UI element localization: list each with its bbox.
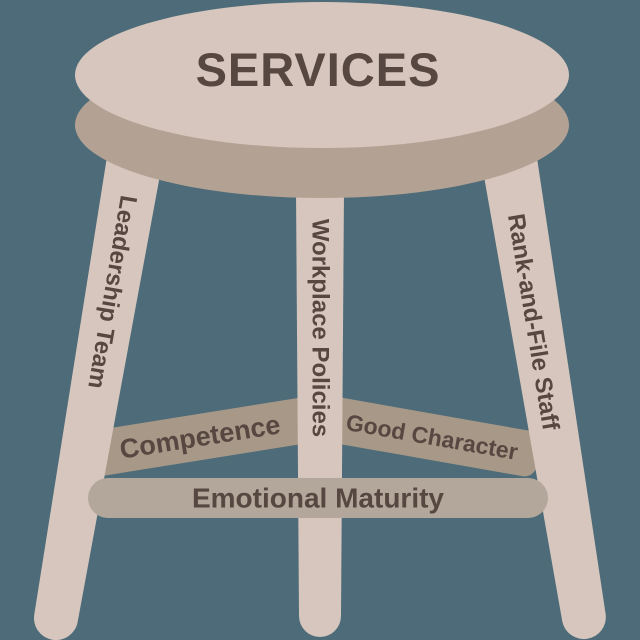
crossbar-emotional-maturity-label: Emotional Maturity xyxy=(192,483,444,514)
seat-group: SERVICES xyxy=(75,2,569,198)
front-crossbar-group: Emotional Maturity xyxy=(88,478,548,518)
crossbar-emotional-maturity xyxy=(88,478,548,518)
leg-right xyxy=(478,135,606,640)
leg-left xyxy=(33,135,166,640)
crossbar-good-character xyxy=(324,397,541,477)
leg-middle-label: Workplace Policies xyxy=(307,219,334,437)
crossbar-competence xyxy=(82,397,318,477)
seat-top xyxy=(75,2,569,148)
leg-middle xyxy=(296,190,344,637)
seat-label: SERVICES xyxy=(196,43,441,96)
